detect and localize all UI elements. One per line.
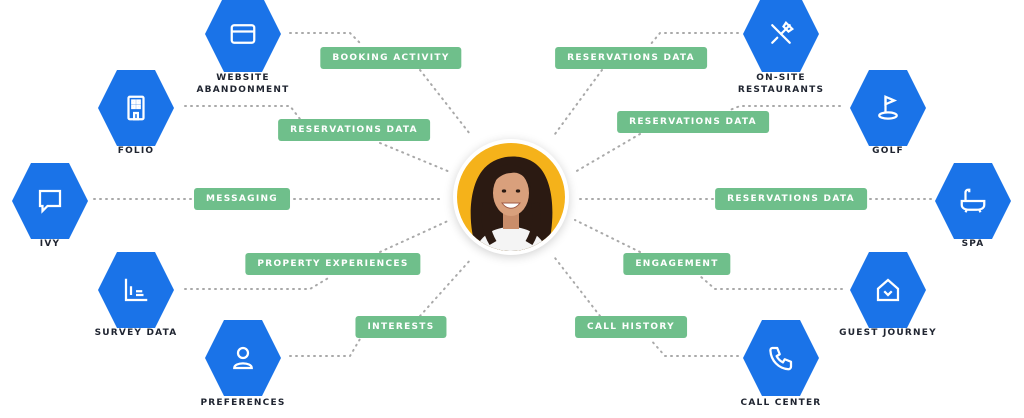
connector-property-experiences <box>379 219 451 253</box>
connector-onsite-restaurants <box>649 32 739 46</box>
phone-icon <box>769 346 793 371</box>
reservations-data-pill-top-right: RESERVATIONS DATA <box>555 47 707 69</box>
guest-journey-label: GUEST JOURNEY <box>839 328 937 338</box>
connector-reservations-golf <box>574 133 641 173</box>
engagement-pill: ENGAGEMENT <box>623 253 731 275</box>
connector-reservations-top-right <box>554 69 603 135</box>
fork-knife-icon <box>771 20 795 44</box>
connector-preferences <box>289 338 361 357</box>
guest-journey-node[interactable] <box>850 252 926 328</box>
golf-flag-icon <box>878 95 898 120</box>
golf-node[interactable] <box>850 70 926 146</box>
call-history-pill: CALL HISTORY <box>575 316 687 338</box>
guest-photo-icon <box>457 143 565 251</box>
ivy-node[interactable] <box>12 163 88 239</box>
spa-label: SPA <box>961 239 985 249</box>
bathtub-icon <box>960 188 986 213</box>
connector-booking-activity <box>419 69 471 135</box>
connector-call-center <box>649 338 739 357</box>
reservations-data-pill-spa: RESERVATIONS DATA <box>715 188 867 210</box>
interests-pill: INTERESTS <box>355 316 447 338</box>
house-heart-icon <box>876 278 900 302</box>
browser-window-icon <box>230 24 256 44</box>
spa-node[interactable] <box>935 163 1011 239</box>
folio-label: FOLIO <box>117 146 155 156</box>
golf-label: GOLF <box>872 146 904 156</box>
connector-folio <box>184 105 301 120</box>
building-icon <box>127 95 145 121</box>
reservations-data-pill-left: RESERVATIONS DATA <box>278 119 430 141</box>
preferences-label: PREFERENCES <box>200 398 286 408</box>
booking-activity-pill: BOOKING ACTIVITY <box>320 47 462 69</box>
connector-engagement <box>574 219 641 253</box>
user-icon <box>233 346 253 370</box>
reservations-data-pill-golf: RESERVATIONS DATA <box>617 111 769 133</box>
connector-survey-data <box>184 276 331 290</box>
guest-avatar <box>453 139 569 255</box>
call-center-node[interactable] <box>743 320 819 396</box>
property-experiences-pill: PROPERTY EXPERIENCES <box>245 253 421 275</box>
chat-bubble-icon <box>38 189 62 214</box>
call-center-label: CALL CENTER <box>740 398 822 408</box>
connector-golf <box>729 105 841 111</box>
connector-call-history <box>554 257 601 317</box>
survey-data-label: SURVEY DATA <box>94 328 178 338</box>
chart-icon <box>124 278 148 302</box>
connector-guest-journey <box>699 275 843 290</box>
connector-website-abandonment <box>289 32 361 44</box>
connector-reservations-left <box>379 142 451 173</box>
messaging-pill: MESSAGING <box>194 188 290 210</box>
ivy-label: IVY <box>39 239 61 249</box>
folio-node[interactable] <box>98 70 174 146</box>
connector-interests <box>419 257 473 317</box>
